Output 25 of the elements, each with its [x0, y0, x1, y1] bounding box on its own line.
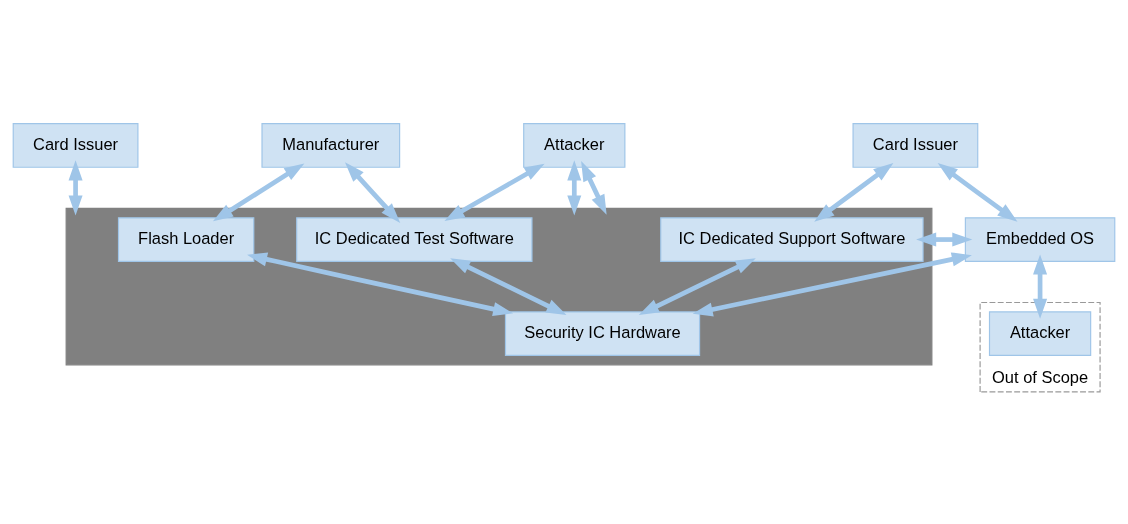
node-box: Attacker [523, 122, 626, 168]
node-box: IC Dedicated Support Software [660, 216, 924, 262]
node-box: Attacker [988, 310, 1092, 356]
arrow [213, 162, 305, 221]
arrow [692, 251, 972, 316]
arrow [1033, 253, 1048, 319]
arrow [68, 159, 83, 215]
node-box: Manufacturer [261, 122, 401, 168]
arrow [444, 163, 545, 221]
node-box: Embedded OS [964, 216, 1116, 262]
node-box: Card Issuer [852, 122, 979, 168]
arrow [916, 232, 973, 247]
node-box: Card Issuer [12, 122, 139, 168]
node-box: Security IC Hardware [504, 310, 701, 356]
arrow [581, 160, 607, 215]
arrow [344, 161, 401, 223]
node-box: IC Dedicated Test Software [296, 216, 533, 262]
arrow [450, 257, 567, 315]
arrow [638, 257, 756, 315]
arrow [247, 251, 514, 316]
arrow [937, 162, 1018, 222]
arrow [814, 162, 894, 222]
cluster [65, 207, 933, 365]
arrow [567, 159, 582, 215]
node-box: Flash Loader [117, 216, 255, 262]
